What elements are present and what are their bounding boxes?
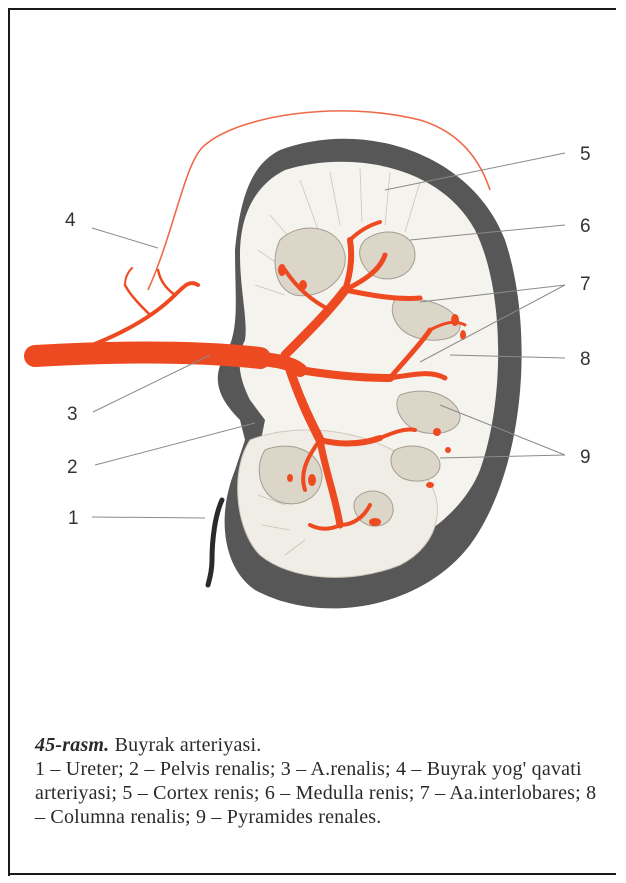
label-1: 1 (68, 508, 79, 529)
label-6: 6 (580, 216, 591, 237)
figure-legend: 1 – Ureter; 2 – Pelvis renalis; 3 – A.re… (35, 758, 596, 828)
label-2: 2 (67, 457, 78, 478)
figure-caption: 45-rasm. Buyrak arteriyasi. 1 – Ureter; … (35, 733, 610, 829)
label-9: 9 (580, 447, 591, 468)
ureter (208, 500, 222, 585)
label-5: 5 (580, 144, 591, 165)
label-4: 4 (65, 210, 76, 231)
label-8: 8 (580, 349, 591, 370)
kidney-illustration: 1 2 3 4 5 6 7 8 9 (0, 0, 626, 720)
figure-number: 45-rasm. (35, 734, 109, 756)
figure-title: Buyrak arteriyasi. (115, 734, 262, 756)
label-3: 3 (67, 404, 78, 425)
figure-frame-bottom (8, 873, 616, 875)
label-7: 7 (580, 274, 591, 295)
